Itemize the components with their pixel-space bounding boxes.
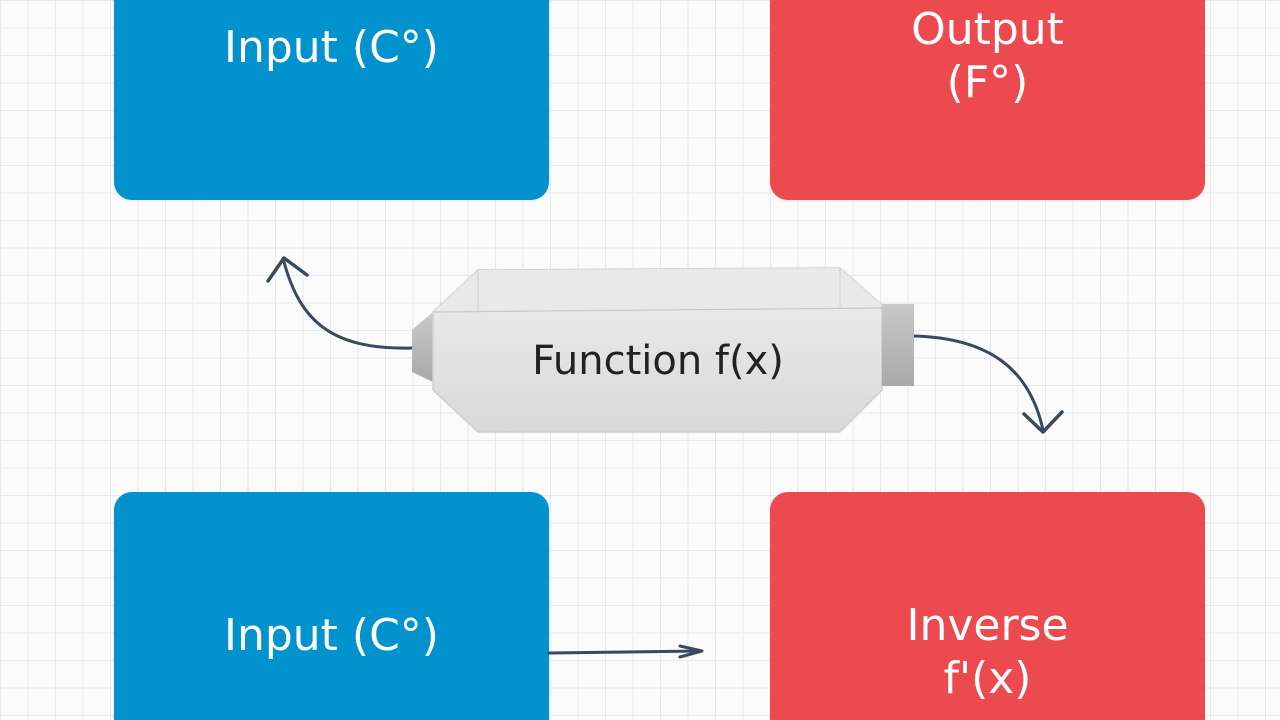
function-block: Function f(x) xyxy=(412,267,914,433)
output-box-top: Output (F°) xyxy=(770,0,1205,200)
inverse-label-line2: f'(x) xyxy=(943,652,1032,704)
input-box-bottom: Input (C°) xyxy=(114,492,549,720)
function-block-right-cap xyxy=(882,304,914,386)
inverse-box-bottom: Inverse f'(x) xyxy=(770,492,1205,720)
function-label: Function f(x) xyxy=(532,338,784,384)
left-curved-arrow xyxy=(266,256,414,350)
input-label-top: Input (C°) xyxy=(224,22,439,73)
output-label-line2: (F°) xyxy=(946,56,1029,108)
input-label-bottom: Input (C°) xyxy=(224,610,439,661)
right-curved-arrow xyxy=(912,334,1064,434)
function-block-left-cap xyxy=(412,312,433,382)
input-box-top: Input (C°) xyxy=(114,0,549,200)
output-label-line1: Output xyxy=(911,4,1064,55)
inverse-label-line1: Inverse xyxy=(906,600,1069,651)
bottom-arrow xyxy=(547,644,704,659)
